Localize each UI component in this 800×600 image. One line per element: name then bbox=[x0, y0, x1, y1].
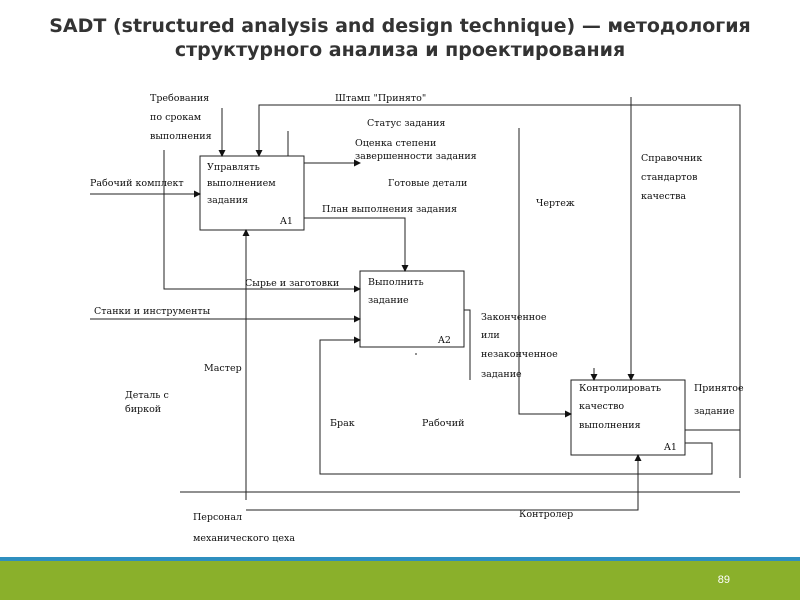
bus-controller bbox=[246, 454, 642, 511]
arrow-drawing bbox=[518, 128, 572, 418]
label-standards-3: качества bbox=[641, 191, 686, 202]
label-ready-parts: Готовые детали bbox=[388, 178, 467, 189]
arrow-stamp bbox=[255, 104, 741, 478]
box-control-label-1: Контролировать bbox=[579, 383, 661, 394]
title-line-1: SADT (structured analysis and design tec… bbox=[49, 15, 751, 37]
label-finished-3: незаконченное bbox=[481, 349, 558, 360]
label-completeness-2: завершенности задания bbox=[355, 151, 477, 162]
arrow-plan bbox=[304, 217, 409, 272]
sadt-diagram: Управлять выполнением задания A1 Выполни… bbox=[90, 93, 744, 544]
label-work-complex: Рабочий комплект bbox=[90, 178, 184, 189]
box-a1-label-2: выполнением bbox=[207, 178, 276, 189]
label-finished-4: задание bbox=[481, 369, 522, 380]
label-machines: Станки и инструменты bbox=[94, 306, 211, 317]
box-a1-code: A1 bbox=[279, 216, 293, 227]
label-req-3: выполнения bbox=[150, 131, 212, 142]
label-personnel-1: Персонал bbox=[193, 512, 242, 523]
title-line-2: структурного анализа и проектирования bbox=[174, 39, 626, 61]
label-plan: План выполнения задания bbox=[322, 204, 457, 215]
box-a1-label-3: задания bbox=[207, 195, 248, 206]
label-req-2: по срокам bbox=[150, 112, 202, 123]
label-part-tag-1: Деталь с bbox=[125, 390, 169, 401]
label-controller: Контролер bbox=[519, 509, 573, 520]
label-personnel-2: механического цеха bbox=[193, 533, 295, 544]
page-number: 89 bbox=[717, 574, 730, 586]
box-a2-label-1: Выполнить bbox=[368, 277, 424, 288]
box-a2-code: A2 bbox=[437, 335, 451, 346]
label-completeness-1: Оценка степени bbox=[355, 138, 436, 149]
arrow-finished bbox=[464, 309, 471, 380]
label-status: Статус задания bbox=[367, 118, 445, 129]
label-defect: Брак bbox=[330, 418, 355, 429]
box-a1-label-1: Управлять bbox=[207, 162, 260, 173]
box-control-label-2: качество bbox=[579, 401, 624, 412]
box-a2-label-2: задание bbox=[368, 295, 409, 306]
label-raw: Сырье и заготовки bbox=[245, 278, 339, 289]
label-finished-1: Законченное bbox=[481, 312, 547, 323]
label-req-1: Требования bbox=[150, 93, 209, 104]
box-a2-execute bbox=[359, 270, 465, 348]
arrow-accepted-down bbox=[638, 442, 713, 475]
label-drawing: Чертеж bbox=[536, 198, 575, 209]
label-accepted-2: задание bbox=[694, 406, 735, 417]
label-standards-2: стандартов bbox=[641, 172, 698, 183]
label-accepted-1: Принятое bbox=[694, 383, 744, 394]
footer-bar: 89 bbox=[0, 561, 800, 600]
label-part-tag-2: биркой bbox=[125, 404, 161, 415]
slide-title: SADT (structured analysis and design tec… bbox=[0, 14, 800, 62]
label-master: Мастер bbox=[204, 363, 242, 374]
label-worker: Рабочий bbox=[422, 418, 464, 429]
footer-stripe bbox=[0, 557, 800, 561]
box-control-label-3: выполнения bbox=[579, 420, 641, 431]
label-stamp: Штамп "Принято" bbox=[335, 93, 426, 104]
arrow-raw bbox=[163, 150, 361, 293]
label-standards-1: Справочник bbox=[641, 153, 702, 164]
box-control-code: A1 bbox=[663, 442, 677, 453]
label-finished-2: или bbox=[481, 330, 500, 341]
